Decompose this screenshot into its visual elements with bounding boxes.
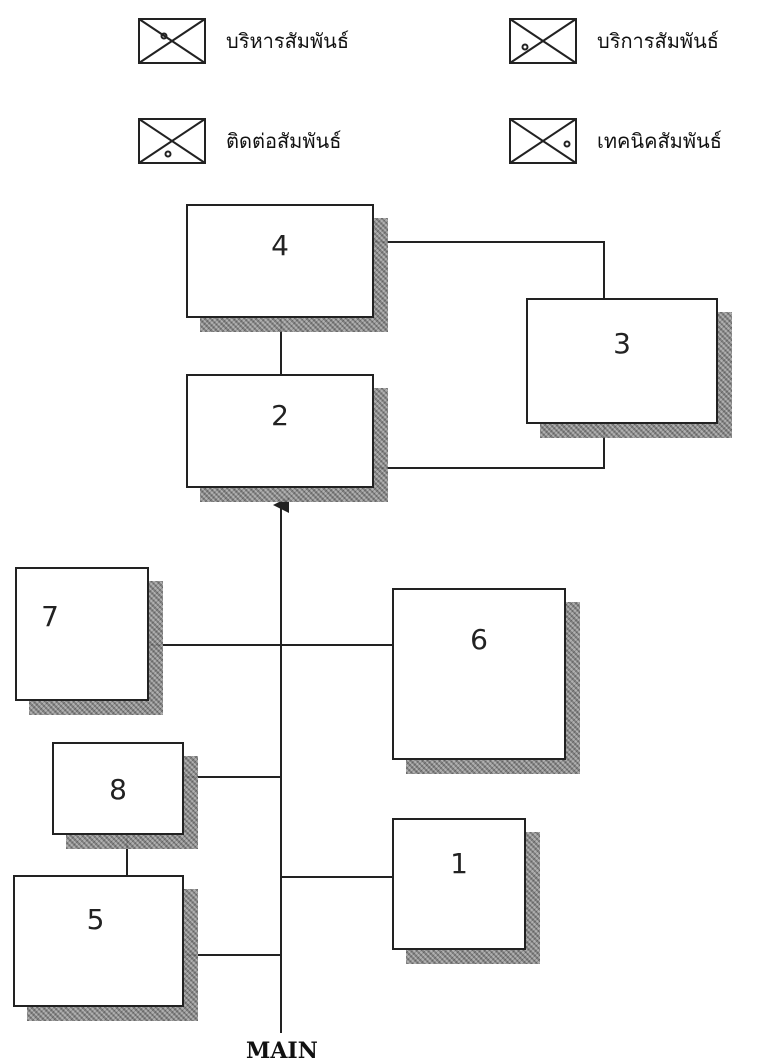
box-6-face — [392, 588, 566, 760]
main-label: MAIN — [246, 1039, 316, 1063]
legend-label-contact: ติดต่อสัมพันธ์ — [226, 129, 341, 153]
legend-item-contact: ติดต่อสัมพันธ์ — [138, 118, 438, 166]
box-1-label: 1 — [392, 850, 526, 878]
connector-box-4-box-3 — [374, 242, 604, 298]
box-5-label: 5 — [7, 906, 184, 934]
box-4: 4 — [186, 204, 374, 318]
box-5: 5 — [13, 875, 184, 1007]
legend-label-technical: เทคนิคสัมพันธ์ — [597, 129, 722, 153]
box-3: 3 — [526, 298, 718, 424]
box-1-face — [392, 818, 526, 950]
legend-item-technical: เทคนิคสัมพันธ์ — [509, 118, 757, 166]
legend-item-service: บริการสัมพันธ์ — [509, 18, 757, 66]
box-3-face — [526, 298, 718, 424]
box-6-label: 6 — [392, 626, 566, 654]
box-cross-dot-right-icon — [509, 118, 577, 164]
box-4-label: 4 — [186, 232, 374, 260]
box-2-label: 2 — [186, 402, 374, 430]
box-1: 1 — [392, 818, 526, 950]
box-7-face — [15, 567, 149, 701]
box-7-label: 7 — [0, 603, 149, 631]
box-cross-dot-bottom-icon — [138, 118, 206, 164]
legend-label-service: บริการสัมพันธ์ — [597, 29, 719, 53]
box-cross-dot-left-icon — [509, 18, 577, 64]
box-cross-dot-left-icon — [138, 18, 206, 64]
legend-label-administration: บริหารสัมพันธ์ — [226, 29, 349, 53]
box-6: 6 — [392, 588, 566, 760]
box-5-face — [13, 875, 184, 1007]
box-2: 2 — [186, 374, 374, 488]
box-8: 8 — [52, 742, 184, 835]
legend-item-administration: บริหารสัมพันธ์ — [138, 18, 438, 66]
box-7: 7 — [15, 567, 149, 701]
box-8-label: 8 — [52, 776, 184, 804]
box-3-label: 3 — [526, 330, 718, 358]
